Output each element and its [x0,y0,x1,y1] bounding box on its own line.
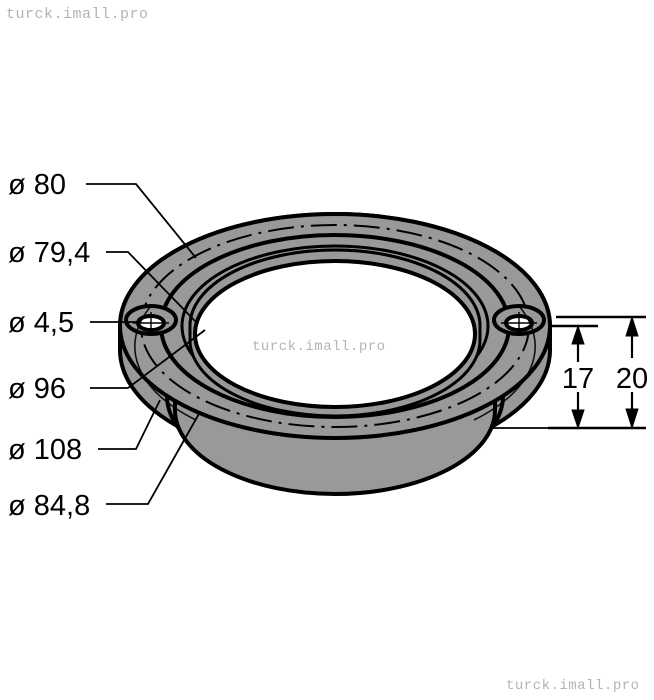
dimension-arrow-17 [571,324,585,430]
height-dimension-group [548,315,646,430]
label-d80: ø 80 [8,169,66,201]
label-d108: ø 108 [8,434,82,466]
construction-arcs [134,305,536,421]
flange-body [118,212,552,496]
label-d848: ø 84,8 [8,490,90,522]
leader-d96 [90,329,206,389]
label-d96: ø 96 [8,373,66,405]
watermark-bottom-right: turck.imall.pro [506,678,640,694]
label-d794: ø 79,4 [8,237,90,269]
leader-d108 [98,399,161,450]
leader-lines [86,183,560,505]
leader-d794 [106,251,197,323]
leader-d848 [106,411,201,505]
leader-d80 [86,183,197,259]
dimension-arrow-20 [625,315,639,430]
label-d45: ø 4,5 [8,307,74,339]
mounting-hole-left [124,304,178,336]
watermark-center: turck.imall.pro [252,339,386,355]
watermark-top-left: turck.imall.pro [6,6,149,23]
flange-through-bore [193,259,477,409]
mounting-hole-right [492,304,546,336]
label-h17: 17 [562,363,594,395]
dimension-labels: ø 80 ø 79,4 ø 4,5 ø 96 ø 108 ø 84,8 17 2… [8,169,648,522]
label-h20: 20 [616,363,648,395]
